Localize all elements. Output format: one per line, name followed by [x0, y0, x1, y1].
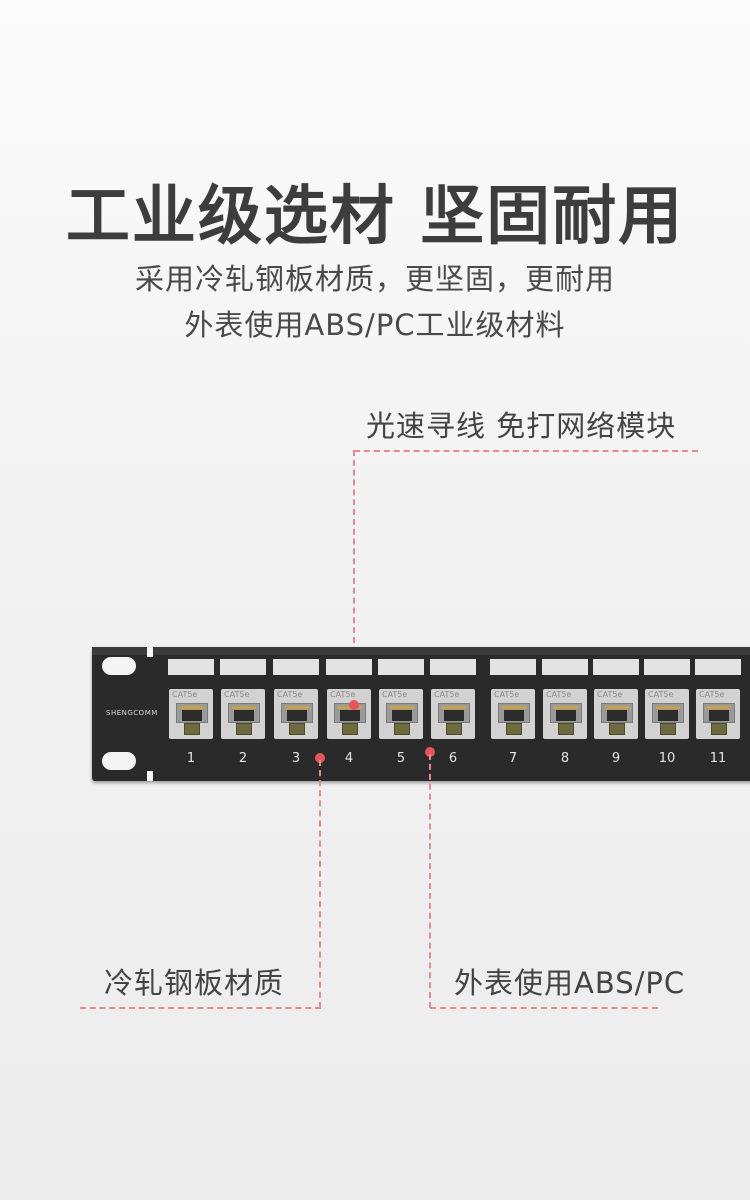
- module-tab: [184, 723, 200, 735]
- rj45-jack: [498, 703, 530, 723]
- module-tab: [558, 723, 574, 735]
- keystone-module: CAT5e: [645, 689, 689, 739]
- port-number: 2: [238, 751, 248, 766]
- module-label: CAT5e: [434, 690, 460, 699]
- rj45-jack: [652, 703, 684, 723]
- port-label-box: [378, 659, 424, 675]
- port-label-box: [326, 659, 372, 675]
- module-label: CAT5e: [546, 690, 572, 699]
- keystone-module: CAT5e: [491, 689, 535, 739]
- rj45-jack: [228, 703, 260, 723]
- port-label-box: [220, 659, 266, 675]
- port-number: 7: [508, 751, 518, 766]
- keystone-module: CAT5e: [431, 689, 475, 739]
- keystone-module: CAT5e: [543, 689, 587, 739]
- panel-notch-top: [147, 647, 153, 657]
- port-number: 5: [396, 751, 406, 766]
- port-label-box: [273, 659, 319, 675]
- rj45-jack: [176, 703, 208, 723]
- module-label: CAT5e: [648, 690, 674, 699]
- module-tab: [660, 723, 676, 735]
- rj45-jack: [438, 703, 470, 723]
- callout-top-dot: [349, 700, 359, 710]
- subtitle-line-2: 外表使用ABS/PC工业级材料: [184, 308, 566, 342]
- subtitle-line-1: 采用冷轧钢板材质，更坚固，更耐用: [134, 262, 615, 296]
- keystone-module: CAT5e: [327, 689, 371, 739]
- port-number: 3: [291, 751, 301, 766]
- module-tab: [609, 723, 625, 735]
- module-tab: [289, 723, 305, 735]
- panel-notch-bottom: [147, 771, 153, 781]
- module-tab: [394, 723, 410, 735]
- mount-hole-bottom: [102, 752, 136, 770]
- keystone-module: CAT5e: [696, 689, 740, 739]
- module-tab: [342, 723, 358, 735]
- callout-right-connector: [429, 754, 431, 1008]
- module-label: CAT5e: [172, 690, 198, 699]
- module-label: CAT5e: [494, 690, 520, 699]
- module-label: CAT5e: [597, 690, 623, 699]
- rj45-jack: [550, 703, 582, 723]
- port-label-box: [490, 659, 536, 675]
- port-label-box: [593, 659, 639, 675]
- port-number: 8: [560, 751, 570, 766]
- port-number: 4: [344, 751, 354, 766]
- module-tab: [446, 723, 462, 735]
- callout-left-dot: [315, 753, 325, 763]
- keystone-module: CAT5e: [379, 689, 423, 739]
- port-number: 6: [448, 751, 458, 766]
- rj45-jack: [601, 703, 633, 723]
- module-label: CAT5e: [277, 690, 303, 699]
- panel-top-edge: [92, 647, 750, 655]
- patch-panel: SHENGCOMM CAT5e 1 CAT5e 2 CAT5e 3 CAT5e: [92, 647, 750, 781]
- port-number: 1: [186, 751, 196, 766]
- module-tab: [506, 723, 522, 735]
- module-label: CAT5e: [699, 690, 725, 699]
- mount-hole-top: [102, 657, 136, 675]
- port-label-box: [695, 659, 741, 675]
- module-tab: [711, 723, 727, 735]
- keystone-module: CAT5e: [221, 689, 265, 739]
- headline: 工业级选材 坚固耐用: [65, 180, 685, 254]
- rj45-jack: [703, 703, 735, 723]
- port-number: 10: [658, 751, 676, 766]
- keystone-module: CAT5e: [169, 689, 213, 739]
- callout-right: 外表使用ABS/PC: [454, 966, 686, 1000]
- module-label: CAT5e: [382, 690, 408, 699]
- callout-right-line: [430, 1007, 658, 1009]
- callout-left-line: [80, 1007, 321, 1009]
- port-label-box: [542, 659, 588, 675]
- port-label-box: [644, 659, 690, 675]
- module-label: CAT5e: [224, 690, 250, 699]
- module-tab: [236, 723, 252, 735]
- brand-logo: SHENGCOMM: [106, 709, 158, 717]
- keystone-module: CAT5e: [594, 689, 638, 739]
- rj45-jack: [281, 703, 313, 723]
- callout-left: 冷轧钢板材质: [104, 966, 285, 1000]
- callout-top-connector: [353, 450, 355, 702]
- callout-left-connector: [319, 760, 321, 1008]
- rj45-jack: [386, 703, 418, 723]
- port-number: 9: [611, 751, 621, 766]
- port-label-box: [168, 659, 214, 675]
- callout-top: 光速寻线 免打网络模块: [366, 409, 677, 443]
- keystone-module: CAT5e: [274, 689, 318, 739]
- callout-right-dot: [425, 747, 435, 757]
- callout-top-line: [354, 450, 698, 452]
- port-number: 11: [709, 751, 727, 766]
- port-label-box: [430, 659, 476, 675]
- module-label: CAT5e: [330, 690, 356, 699]
